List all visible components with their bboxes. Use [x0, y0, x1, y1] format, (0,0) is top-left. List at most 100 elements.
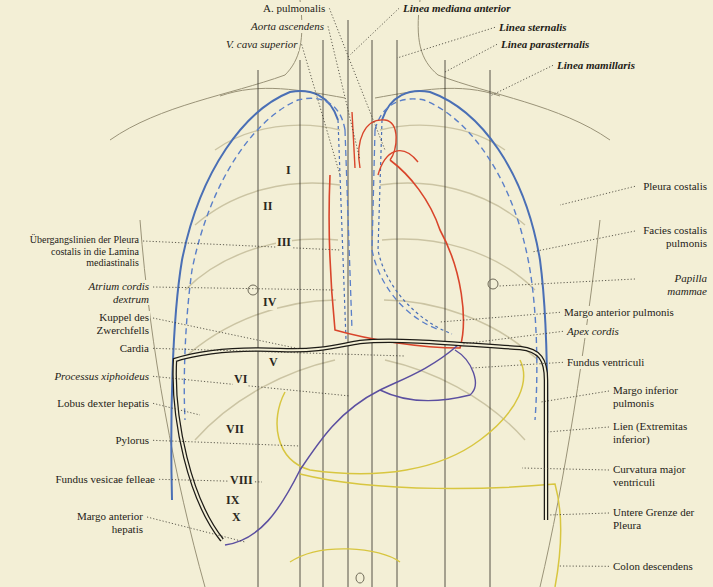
rib-number: I: [285, 164, 292, 178]
rib: [195, 183, 340, 225]
rib-number: IX: [225, 494, 240, 508]
structure-label: Fundus ventriculi: [566, 356, 645, 369]
pleura-lung-borders: [171, 91, 547, 500]
leader-line: [153, 403, 200, 415]
leader-line: [153, 376, 350, 396]
structure-label: Cardia: [90, 342, 150, 355]
structure-label: Margo inferior pulmonis: [612, 384, 706, 409]
pleura-transition-line: [338, 120, 346, 340]
leader-line: [490, 65, 553, 96]
vertical-line: [397, 40, 398, 587]
vessel-label: A. pulmonalis: [262, 2, 326, 15]
leader-line: [560, 186, 635, 205]
pulmonary-artery: [378, 151, 418, 175]
double-line: [175, 341, 546, 540]
body-outline: [110, 0, 610, 587]
rib-number: V: [268, 356, 279, 370]
structure-label: Atrium cordis dextrum: [60, 280, 150, 305]
liver-border: [225, 345, 458, 545]
leader-line: [153, 318, 300, 349]
structure-label: Lien (Extremitas inferior): [612, 420, 708, 445]
vertical-line: [323, 40, 324, 587]
leader-line: [445, 44, 497, 72]
structure-label: Untere Grenze der Pleura: [612, 506, 708, 531]
rib: [380, 125, 505, 150]
vertical-line: [445, 60, 446, 587]
rib: [195, 360, 335, 440]
rib-shading: [182, 125, 538, 440]
leader-line: [532, 231, 635, 252]
leader-line: [350, 8, 399, 55]
vertical-line: [300, 60, 301, 587]
heart-outline: [329, 112, 463, 348]
leader-line: [440, 312, 560, 322]
stomach-border: [380, 350, 475, 400]
pleura-border: [171, 91, 338, 500]
rib-number: X: [231, 511, 242, 525]
structure-label: Processus xiphoideus: [10, 370, 150, 383]
flank-line: [540, 220, 600, 587]
intestine-outline: [290, 549, 400, 562]
structure-label: Margo anterior hepatis: [60, 510, 144, 535]
rib: [385, 360, 525, 440]
clavicle: [375, 88, 500, 98]
clavicle: [220, 88, 345, 98]
rib-number: IV: [262, 296, 277, 310]
leader-line: [547, 427, 609, 432]
line-label: Linea sternalis: [498, 21, 568, 34]
rib-number: III: [276, 236, 292, 250]
lung-anterior-border: [372, 130, 440, 330]
leader-line: [541, 391, 609, 402]
vessel-label: Aorta ascendens: [250, 20, 325, 33]
rib-number: VI: [233, 373, 248, 387]
nipple: [488, 279, 498, 289]
structure-label: Apex cordis: [566, 325, 620, 338]
structure-label: Fundus vesicae felleae: [6, 473, 156, 486]
leader-line: [153, 348, 405, 356]
leader-line: [153, 287, 334, 290]
leader-line: [522, 468, 609, 470]
double-line-gap: [175, 341, 546, 540]
nipple: [248, 285, 258, 295]
rib: [384, 300, 538, 360]
structure-label: Pylorus: [70, 434, 150, 447]
leader-line: [302, 44, 340, 175]
structure-label: Curvatura major ventriculi: [612, 463, 708, 488]
stomach-outline: [277, 360, 524, 474]
rib-number: VIII: [229, 474, 254, 488]
leader-line: [329, 8, 385, 150]
leader-line: [472, 362, 563, 368]
structure-label: Übergangslinien der Pleura costalis in d…: [8, 234, 140, 269]
lung-anterior-border: [345, 130, 352, 330]
rib-number: II: [262, 200, 273, 214]
leader-line: [328, 26, 360, 160]
vessel-label: V. cava superior: [225, 38, 299, 51]
leader-line: [153, 440, 300, 446]
pleura-transition-line: [378, 120, 452, 334]
abdominal-organs: [225, 345, 561, 587]
lung-border: [184, 98, 345, 420]
leader-line: [499, 279, 635, 286]
rib-number: VII: [225, 423, 245, 437]
navel: [356, 573, 364, 583]
structure-label: Margo anterior pulmonis: [563, 306, 675, 319]
diaphragm-pleura-limit: [175, 341, 546, 540]
structure-label: Kuppel des Zwerchfells: [60, 311, 150, 336]
vertical-line: [258, 70, 259, 587]
leader-line: [397, 27, 495, 58]
structure-label: Pleura costalis: [638, 180, 708, 193]
surface-marks: [248, 279, 498, 583]
aorta-arch: [359, 120, 396, 168]
colon-outline: [300, 474, 561, 587]
leader-line: [559, 566, 609, 567]
line-label: Linea mediana anterior: [402, 2, 512, 15]
structure-label: Lobus dexter hepatis: [10, 397, 150, 410]
structure-label: Facies costalis pulmonis: [638, 224, 708, 249]
vertical-line: [490, 70, 491, 587]
line-label: Linea mamillaris: [556, 59, 636, 72]
line-label: Linea parasternalis: [500, 38, 590, 51]
leader-line: [549, 513, 609, 515]
leader-line: [143, 241, 340, 250]
lung-border: [375, 99, 537, 420]
